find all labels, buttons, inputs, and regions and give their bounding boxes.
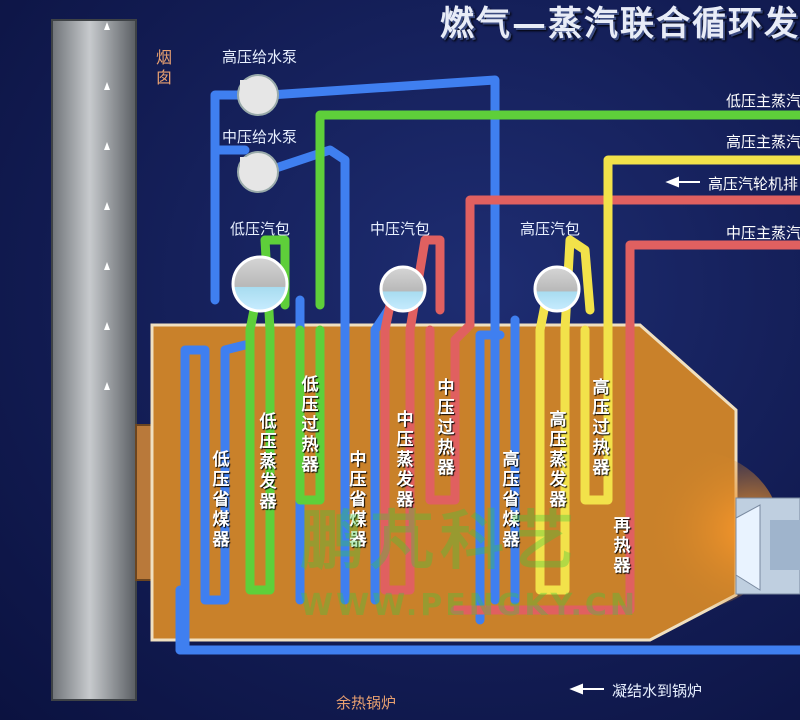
ip-main-steam-label: 中压主蒸汽 [726, 224, 800, 242]
page-title: 燃气—蒸汽联合循环发 [440, 4, 800, 44]
hp-drum-label: 高压汽包 [520, 220, 581, 238]
condensate-label: 凝结水到锅炉 [612, 682, 703, 700]
hp-drum [533, 265, 581, 313]
lp-drum [231, 255, 289, 313]
boiler-label: 余热锅炉 [336, 694, 397, 712]
ip-drum [379, 265, 427, 313]
chimney-flow-arrows [104, 22, 110, 390]
lp-steam-pipes [245, 110, 800, 595]
lp-evaporator-label: 低压蒸发器 [259, 412, 277, 512]
watermark-url: WWW.PENGKY.CN [300, 588, 638, 623]
ip-evaporator-label: 中压蒸发器 [396, 410, 414, 510]
ip-superheater-label: 中压过热器 [437, 378, 455, 478]
ip-economizer-label: 中压省煤器 [349, 450, 367, 550]
ip-steam-pipes [380, 195, 800, 615]
hp-evaporator-label: 高压蒸发器 [549, 410, 567, 510]
watermark-logo: 鹏芃科艺 [300, 505, 580, 579]
ip-feed-pump [237, 151, 279, 193]
hot-gas-glow [600, 450, 780, 610]
hp-feed-pump [237, 74, 279, 116]
ip-drum-label: 中压汽包 [370, 220, 431, 238]
chimney-duct [135, 424, 153, 581]
water-pipes [175, 75, 800, 655]
hp-economizer-label: 高压省煤器 [502, 450, 520, 550]
lp-economizer-label: 低压省煤器 [212, 450, 230, 550]
hp-pump-label: 高压给水泵 [222, 48, 298, 66]
hp-superheater-label: 高压过热器 [592, 378, 610, 478]
gas-turbine [735, 497, 800, 595]
output-arrows [569, 176, 700, 695]
chimney-label: 烟囱 [156, 48, 173, 87]
lp-drum-label: 低压汽包 [230, 220, 291, 238]
lp-superheater-label: 低压过热器 [301, 375, 319, 475]
lp-main-steam-label: 低压主蒸汽 [726, 92, 800, 110]
ip-pump-label: 中压给水泵 [222, 128, 298, 146]
hp-steam-pipes [535, 155, 800, 595]
hp-main-steam-label: 高压主蒸汽 [726, 133, 800, 151]
reheater-label: 再热器 [613, 516, 631, 576]
hp-turbine-exhaust-label: 高压汽轮机排 [708, 175, 799, 193]
chimney [51, 19, 137, 701]
